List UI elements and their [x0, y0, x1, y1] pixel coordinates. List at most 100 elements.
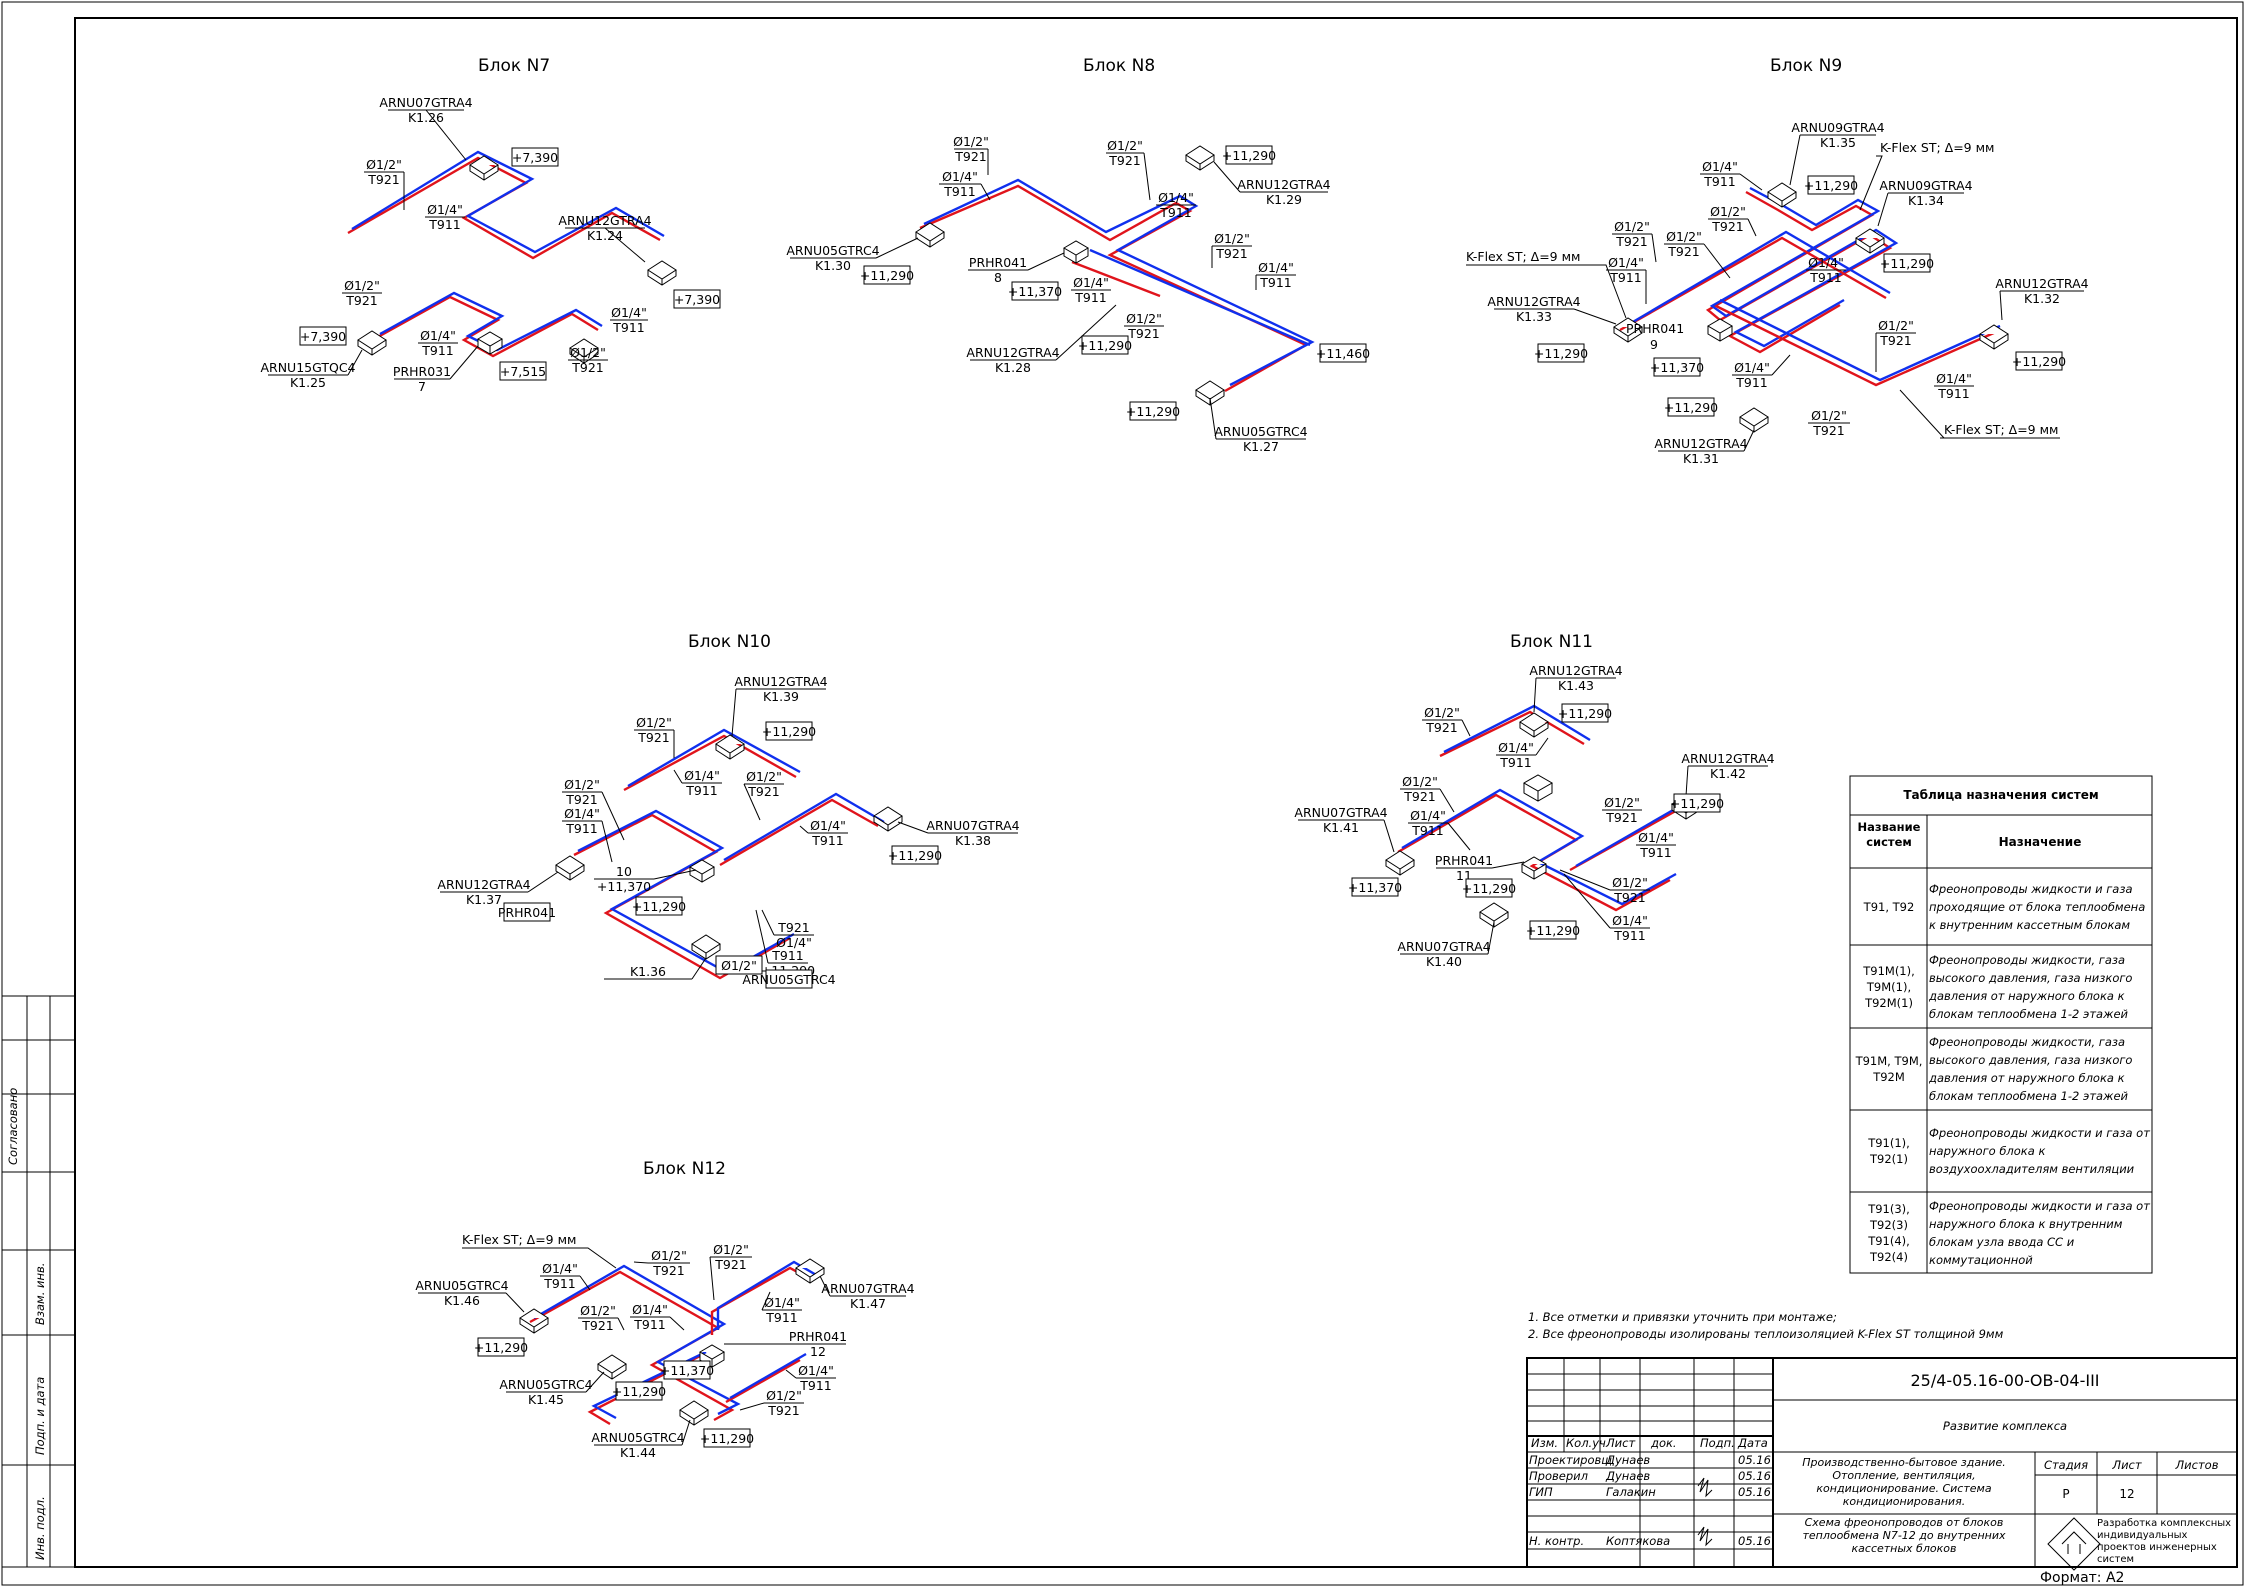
pipe-label: ARNU05GTRC4: [591, 1430, 684, 1445]
pipe-label: Ø1/4": [1073, 275, 1109, 290]
block-n8-scheme: Ø1/2"T921Ø1/4"T911Ø1/2"T921+11,290Ø1/4"T…: [786, 134, 1370, 454]
elevation-box: [499, 361, 547, 381]
pipe-label: +11,290: [2012, 354, 2066, 369]
pipe-label: Ø1/2": [1402, 774, 1438, 789]
pipe-label: ARNU09GTRA4: [1879, 178, 1972, 193]
elevation-box: [1011, 281, 1059, 301]
pipe-label: PRHR041: [789, 1329, 847, 1344]
pipe-label: 12: [810, 1344, 826, 1359]
stamp-name-4: Коптякова: [1606, 1534, 1670, 1548]
elevation-box: [1081, 335, 1129, 355]
pipe-label: T911: [1259, 275, 1292, 290]
pipe-label: +11,290: [1526, 923, 1580, 938]
liquid-pipe: [1619, 236, 1887, 332]
elevation-box: [477, 1337, 525, 1357]
cassette-unit-icon: [357, 330, 387, 356]
cassette-unit-icon: [795, 1258, 825, 1284]
pipe-label: T921: [1667, 244, 1700, 259]
pipe-label: T921: [571, 360, 604, 375]
pipe-label: K-Flex ST; Δ=9 мм: [1944, 422, 2058, 437]
pipe-label: K1.25: [290, 375, 326, 390]
stamp-role-1: Проектировщ: [1529, 1453, 1612, 1467]
pipe-label: Ø1/2": [1614, 219, 1650, 234]
stamp-name-1: Дунаев: [1605, 1453, 1650, 1467]
cassette-unit-icon: [1613, 317, 1643, 343]
elevation-box: [511, 147, 559, 167]
note-2: 2. Все фреонопроводы изолированы теплоиз…: [1528, 1327, 2004, 1341]
pipe-label: ARNU12GTRA4: [966, 345, 1059, 360]
gas-pipe: [379, 291, 603, 352]
pipe-label: +7,390: [512, 150, 558, 165]
pipe-label: T911: [421, 343, 454, 358]
pipe-label: Ø1/4": [764, 1295, 800, 1310]
elevation-box: [615, 1381, 663, 1401]
liquid-pipe: [623, 734, 797, 792]
block-n10-scheme: ARNU12GTRA4K1.39Ø1/2"T921+11,290Ø1/4"T91…: [437, 674, 1020, 989]
pipe-label: Ø1/2": [1878, 318, 1914, 333]
pipe-label: Ø1/2": [1424, 705, 1460, 720]
pipe-label: ARNU05GTRC4: [499, 1377, 592, 1392]
pipe-label: Ø1/2": [766, 1388, 802, 1403]
stamp-role-3: ГИП: [1529, 1485, 1553, 1499]
pipe-label: K1.38: [955, 833, 991, 848]
drawing-frame: [74, 17, 2238, 1568]
pipe-label: +11,290: [1078, 338, 1132, 353]
liquid-pipe: [1705, 190, 1893, 354]
pipe-label: ARNU12GTRA4: [1529, 663, 1622, 678]
pipe-label: T911: [1499, 755, 1532, 770]
systems-table-head-name: Название систем: [1857, 820, 1921, 849]
pipe-label: Ø1/4": [1158, 190, 1194, 205]
elevation-box: [635, 896, 683, 916]
pipe-label: Ø1/4": [1608, 255, 1644, 270]
pipe-label: 10: [616, 864, 632, 879]
gas-pipe: [627, 728, 801, 788]
pipe-label: K1.43: [1558, 678, 1594, 693]
pipe-label: Ø1/2": [713, 1242, 749, 1257]
elevation-box: [1653, 357, 1701, 377]
pipe-label: +11,290: [1222, 148, 1276, 163]
side-stamp-inventory: Инв. подл.: [33, 1496, 47, 1560]
pipe-label: ARNU05GTRC4: [1214, 424, 1307, 439]
pipe-label: +11,290: [474, 1340, 528, 1355]
pipe-label: Ø1/4": [564, 806, 600, 821]
pipe-label: +11,290: [860, 268, 914, 283]
stamp-format: Формат: А2: [2040, 1570, 2124, 1586]
pipe-label: Ø1/4": [1410, 808, 1446, 823]
gas-pipe: [533, 1264, 741, 1416]
pipe-label: T911: [1159, 205, 1192, 220]
pipe-label: K1.28: [995, 360, 1031, 375]
stamp-date-1: 05.16: [1738, 1453, 1771, 1467]
pipe-label: Ø1/4": [776, 935, 812, 950]
pipe-label: ARNU12GTRA4: [1237, 177, 1330, 192]
pipe-label: +11,290: [700, 1431, 754, 1446]
pipe-label: +11,290: [888, 848, 942, 863]
pipe-label: PRHR041: [969, 255, 1027, 270]
pipe-label: Ø1/2": [1612, 875, 1648, 890]
gas-pipe: [1089, 248, 1311, 347]
pipe-label: Ø1/4": [798, 1363, 834, 1378]
pipe-label: Ø1/2": [1107, 138, 1143, 153]
pipe-label: ARNU07GTRA4: [379, 95, 472, 110]
stamp-project: Развитие комплекса: [1943, 1419, 2067, 1433]
stamp-sheet-label: Лист: [2111, 1458, 2141, 1472]
pipe-label: ARNU05GTRC4: [742, 972, 835, 987]
cassette-unit-icon: [915, 222, 945, 248]
pipe-label: T911: [771, 948, 804, 963]
liquid-pipe: [1071, 260, 1161, 298]
pipe-label: Ø1/2": [721, 958, 757, 973]
pipe-label: ARNU05GTRC4: [415, 1278, 508, 1293]
pipe-label: Ø1/2": [1666, 229, 1702, 244]
stamp-company: Разработка комплексных индивидуальных пр…: [2097, 1518, 2232, 1565]
stamp-name-2: Дунаев: [1605, 1469, 1650, 1483]
pipe-label: K1.40: [1426, 954, 1462, 969]
liquid-pipe: [587, 1354, 701, 1426]
pipe-label: T921: [367, 172, 400, 187]
pipe-label: +11,290: [1664, 400, 1718, 415]
systems-table-title: Таблица назначения систем: [1903, 788, 2098, 802]
pipe-label: Ø1/2": [746, 769, 782, 784]
pipe-label: Ø1/4": [810, 818, 846, 833]
liquid-pipe: [1439, 710, 1585, 758]
pipe-label: Ø1/4": [427, 202, 463, 217]
